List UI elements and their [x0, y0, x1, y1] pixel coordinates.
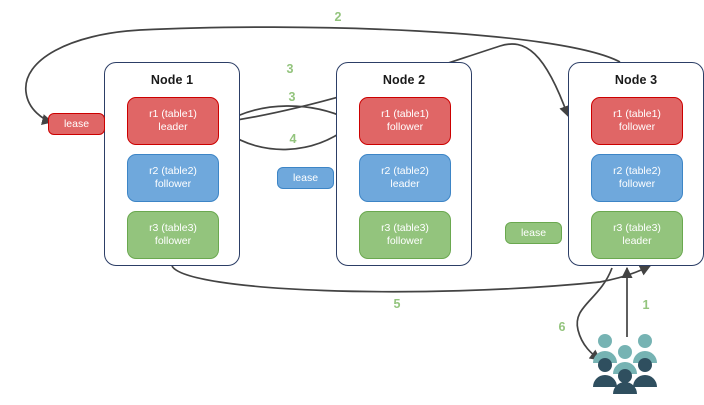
replica-line2: follower [154, 235, 192, 247]
replica-line2: follower [386, 235, 424, 247]
node-container-node3[interactable]: Node 3 r1 (table1) follower r2 (table2) … [568, 62, 704, 266]
replica-line2: follower [618, 178, 656, 190]
client-body-front-center [613, 382, 637, 394]
replica-line1: r2 (table2) [613, 165, 661, 177]
replica-line2: follower [154, 178, 192, 190]
replica-line1: r3 (table3) [149, 222, 197, 234]
client-body-back-center [613, 362, 637, 374]
replica-line1: r1 (table1) [149, 108, 197, 120]
replica-line1: r1 (table1) [381, 108, 429, 120]
client-body-back-right [633, 351, 657, 363]
step-label-5: 5 [393, 297, 401, 311]
step-label-3a: 3 [286, 62, 294, 76]
replica-line2: leader [390, 178, 420, 190]
node-title: Node 1 [150, 73, 194, 87]
client-body-front-right [633, 375, 657, 387]
replica-line2: leader [622, 235, 652, 247]
replica-n3r1[interactable]: r1 (table1) follower [591, 97, 683, 145]
lease-badge-green[interactable]: lease [505, 222, 562, 244]
replica-n2r1[interactable]: r1 (table1) follower [359, 97, 451, 145]
replica-n1r3[interactable]: r3 (table3) follower [127, 211, 219, 259]
step-label-6: 6 [558, 320, 566, 334]
replica-line1: r3 (table3) [613, 222, 661, 234]
lease-badge-red[interactable]: lease [48, 113, 105, 135]
replica-line2: follower [618, 121, 656, 133]
replica-line1: r1 (table1) [613, 108, 661, 120]
lease-badge-blue[interactable]: lease [277, 167, 334, 189]
client-body-front-left [593, 375, 617, 387]
client-body-back-left [593, 351, 617, 363]
replica-n1r2[interactable]: r2 (table2) follower [127, 154, 219, 202]
node-container-node2[interactable]: Node 2 r1 (table1) follower r2 (table2) … [336, 62, 472, 266]
client-head-back-center [618, 345, 632, 359]
step-label-1: 1 [642, 298, 650, 312]
replica-line2: follower [386, 121, 424, 133]
replica-n2r3[interactable]: r3 (table3) follower [359, 211, 451, 259]
replica-line2: leader [158, 121, 188, 133]
replica-n2r2[interactable]: r2 (table2) leader [359, 154, 451, 202]
arrow-step-3-to-node2 [223, 105, 349, 124]
clients-group-icon [593, 334, 657, 394]
node-title: Node 2 [382, 73, 426, 87]
replica-n1r1[interactable]: r1 (table1) leader [127, 97, 219, 145]
arrow-step-5 [171, 265, 651, 293]
replica-line1: r3 (table3) [381, 222, 429, 234]
node-title: Node 3 [614, 73, 658, 87]
client-head-back-right [638, 334, 652, 348]
step-label-3b: 3 [288, 90, 296, 104]
client-head-front-right [638, 358, 652, 372]
client-head-front-center [618, 369, 632, 383]
step-label-4: 4 [289, 132, 297, 146]
client-head-back-left [598, 334, 612, 348]
replica-n3r2[interactable]: r2 (table2) follower [591, 154, 683, 202]
replica-n3r3[interactable]: r3 (table3) leader [591, 211, 683, 259]
replica-line1: r2 (table2) [381, 165, 429, 177]
node-container-node1[interactable]: Node 1 r1 (table1) leader r2 (table2) fo… [104, 62, 240, 266]
step-label-2: 2 [334, 10, 342, 24]
client-head-front-left [598, 358, 612, 372]
replica-line1: r2 (table2) [149, 165, 197, 177]
